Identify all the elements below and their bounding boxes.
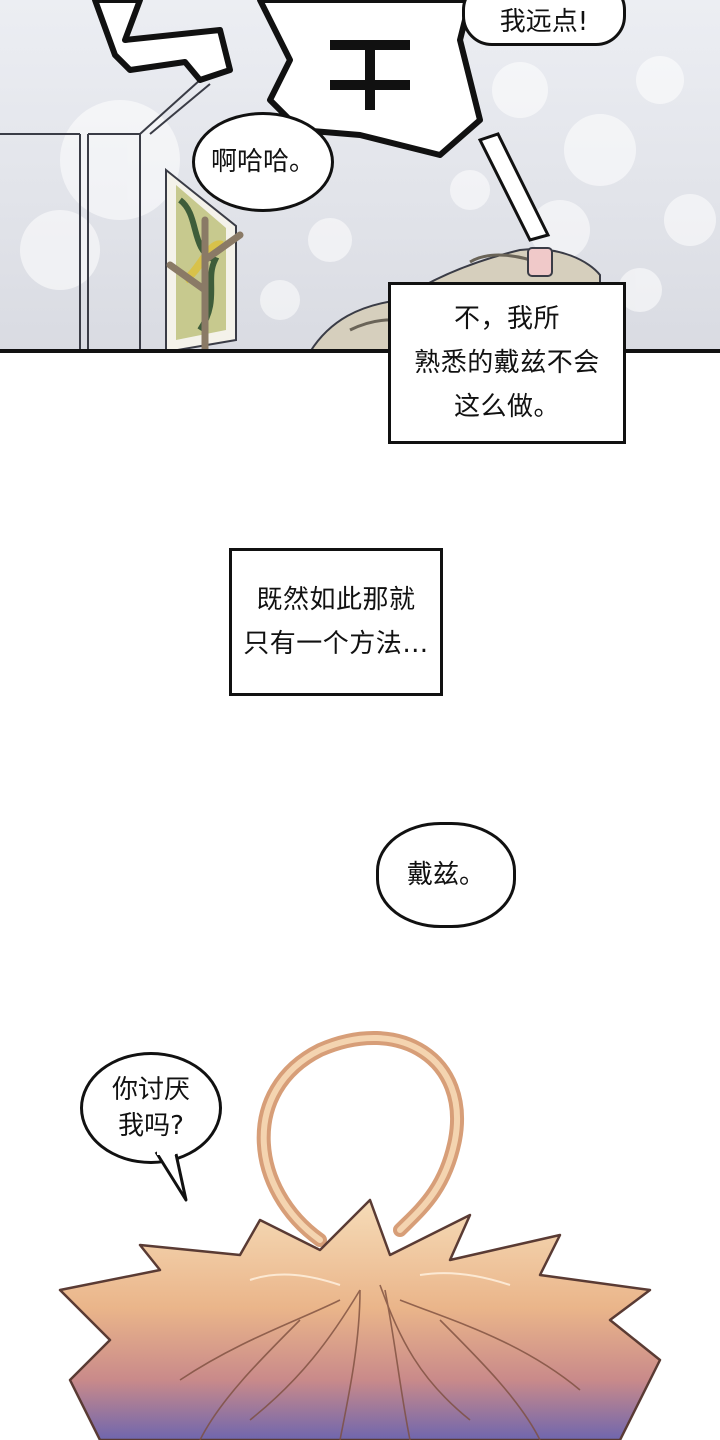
laugh-speech-bubble: 啊哈哈。: [192, 112, 334, 212]
top-panel: 我远点! 啊哈哈。: [0, 0, 720, 352]
panel-border: [0, 349, 720, 353]
character-hair-illustration: [58, 1031, 662, 1440]
name-bubble-text: 戴兹。: [406, 860, 485, 890]
question-speech-bubble: 你讨厌 我吗?: [80, 1052, 222, 1164]
top-speech-bubble: 我远点!: [462, 0, 626, 46]
name-speech-bubble: 戴兹。: [376, 822, 516, 928]
caption-1-line-1: 不，我所: [453, 304, 560, 334]
room-illustration: [0, 0, 716, 352]
caption-1-line-3: 这么做。: [453, 392, 560, 422]
caption-1-line-2: 熟悉的戴兹不会: [414, 348, 600, 378]
narration-box-1: 不，我所 熟悉的戴兹不会 这么做。: [388, 282, 626, 444]
laugh-bubble-text: 啊哈哈。: [210, 147, 315, 177]
narration-box-2: 既然如此那就 只有一个方法…: [229, 548, 443, 696]
question-bubble-line-1: 你讨厌: [111, 1075, 190, 1105]
question-bubble-tail: [154, 1150, 188, 1202]
caption-2-line-2: 只有一个方法…: [243, 629, 429, 659]
question-bubble-line-2: 我吗?: [118, 1111, 184, 1141]
top-bubble-text: 我远点!: [499, 7, 589, 37]
caption-2-line-1: 既然如此那就: [256, 585, 416, 615]
